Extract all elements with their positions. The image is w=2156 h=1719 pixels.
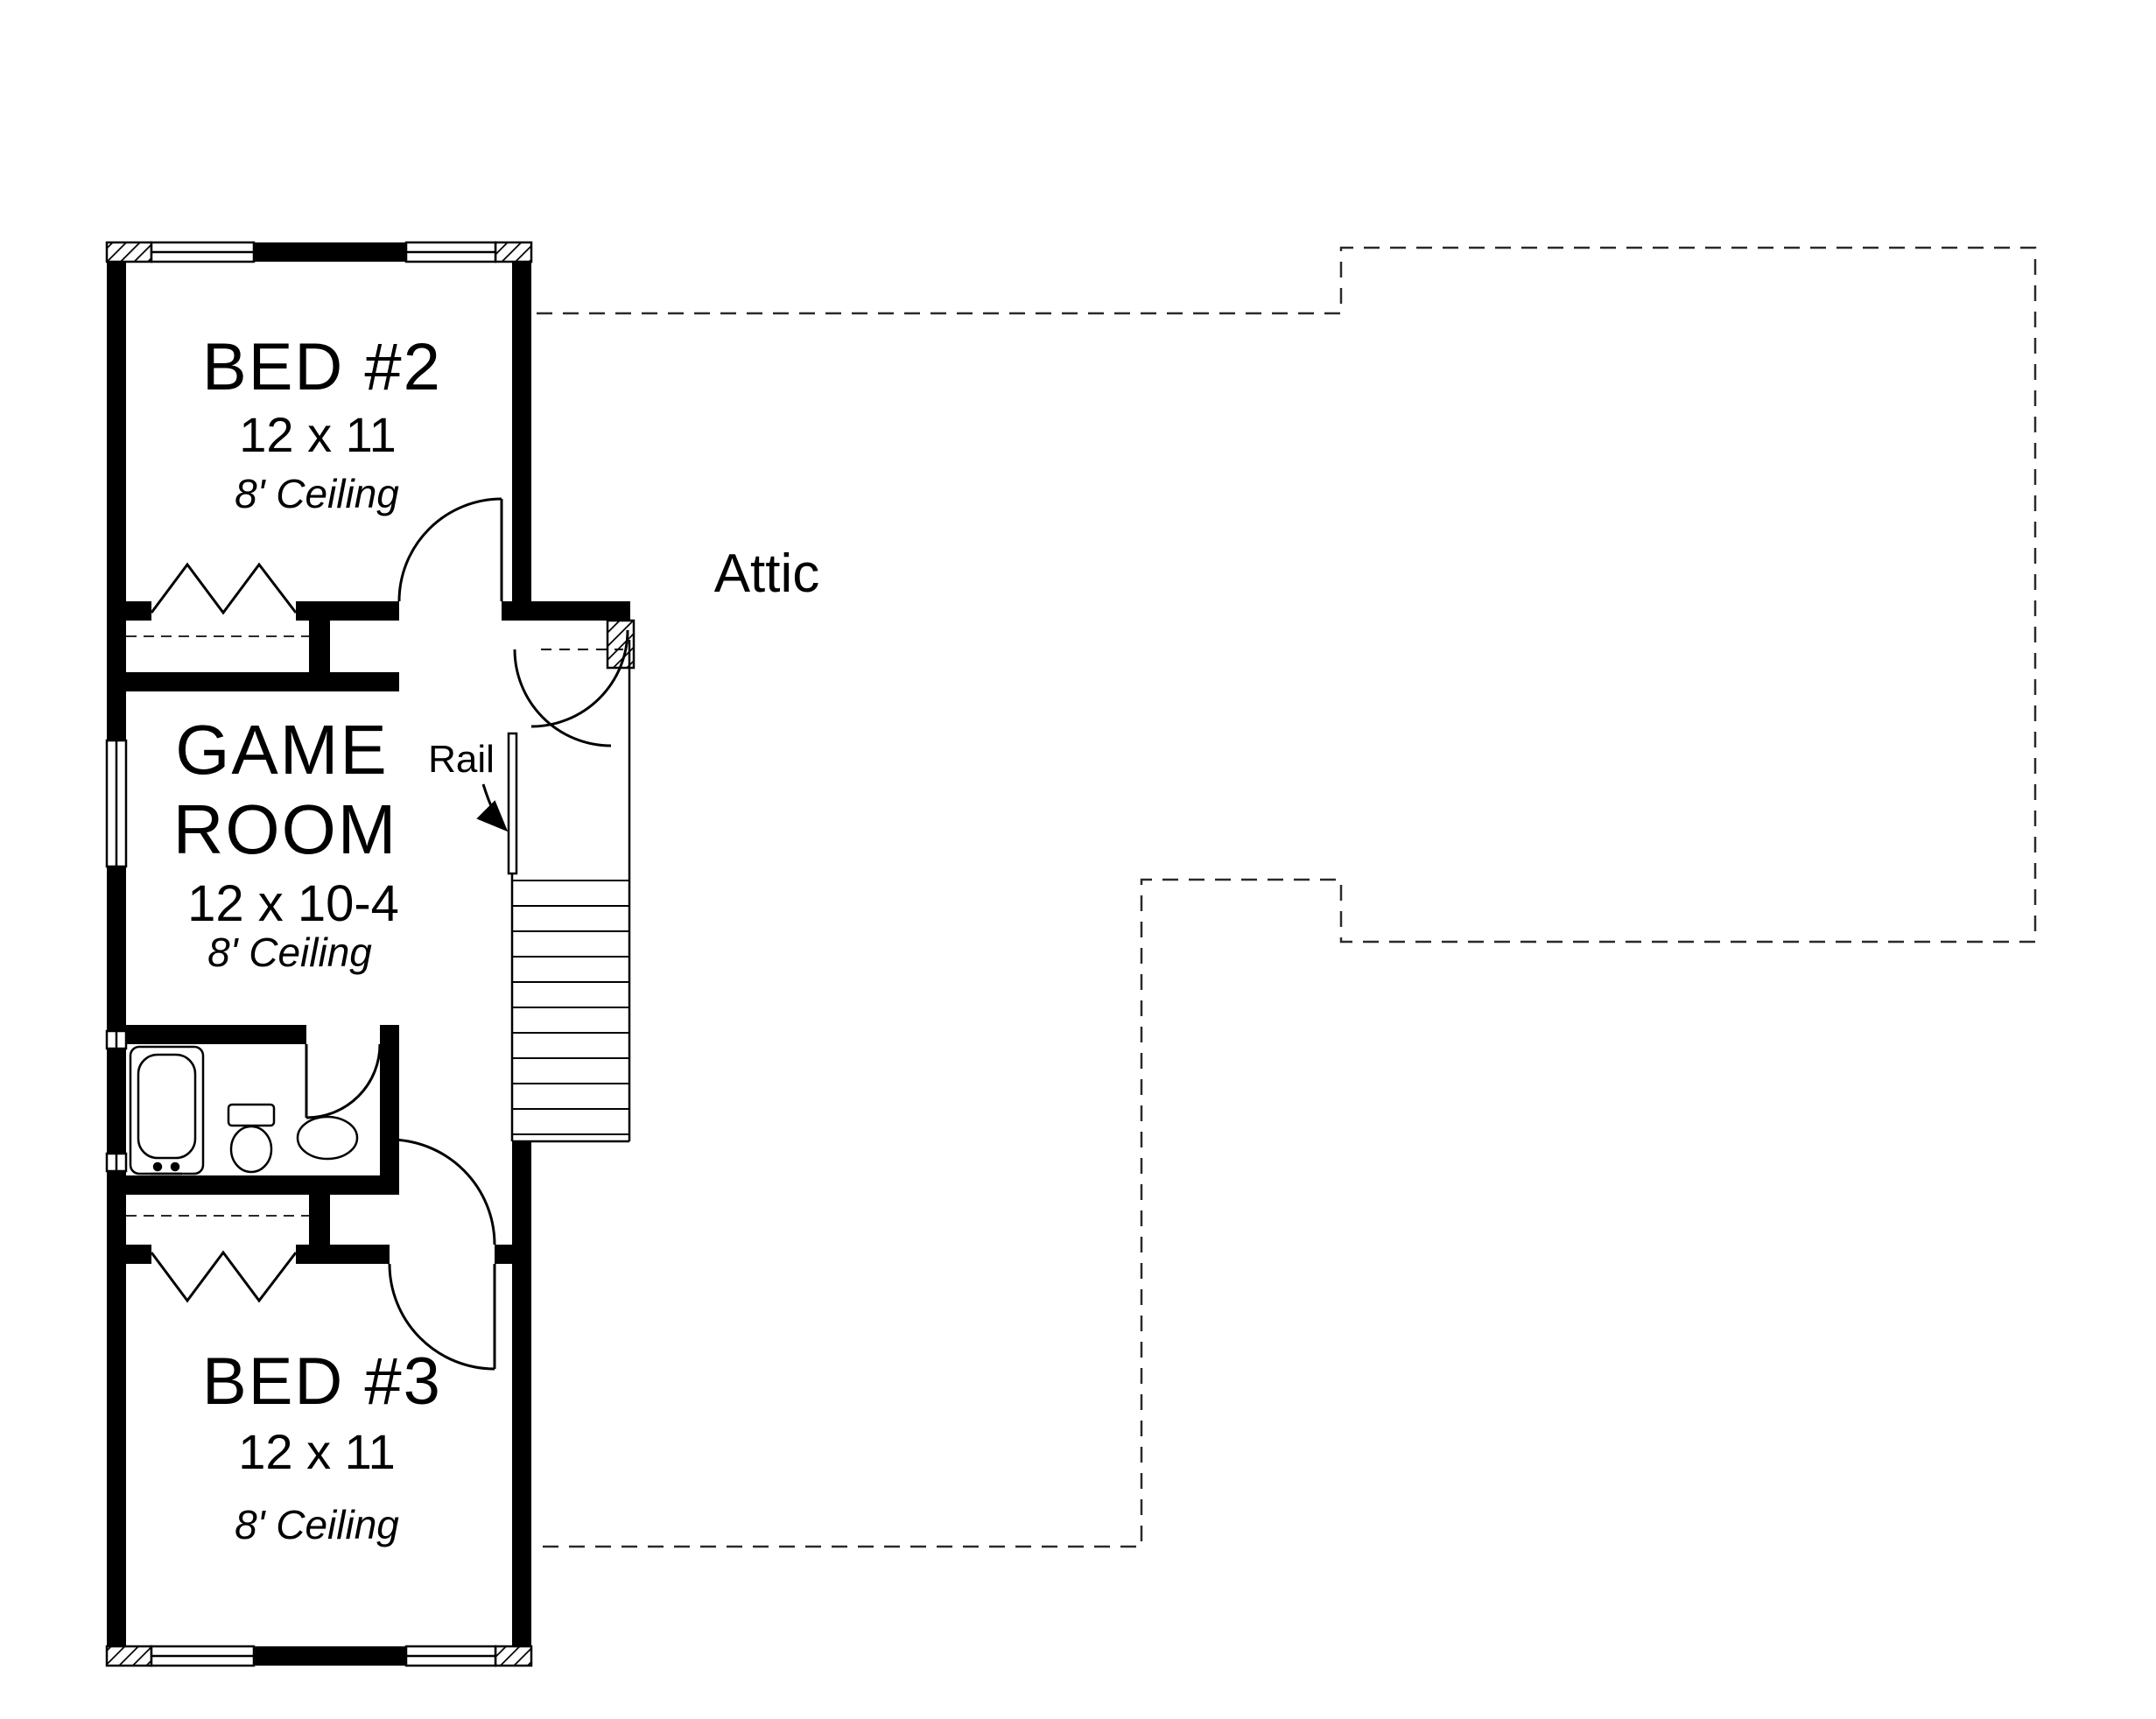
wall-bed3-top-b: [296, 1245, 390, 1264]
hatch-top-right: [494, 241, 533, 263]
windows: [105, 241, 497, 1667]
wall-bed2-bottom-c: [502, 601, 531, 621]
wall-right-upper: [512, 242, 531, 621]
wall-bed3-top-c: [495, 1245, 531, 1264]
window-bed2-top-right: [404, 241, 497, 263]
window-bath-left-lower: [105, 1152, 128, 1173]
window-bed3-bottom-left: [150, 1645, 256, 1667]
game-room-ceiling-height: 8' Ceiling: [207, 930, 372, 975]
bed3-room-dimensions: 12 x 11: [238, 1424, 396, 1479]
game-room-dimensions: 12 x 10-4: [187, 875, 399, 932]
wall-right-lower: [512, 1141, 531, 1666]
window-bed2-top-left: [150, 241, 256, 263]
game-room-name-line1: GAME: [175, 711, 389, 789]
toilet-icon: [227, 1103, 276, 1174]
wall-left: [107, 242, 126, 1666]
wall-closet-bottom: [107, 672, 399, 691]
wall-closet-divider-upper: [309, 601, 330, 691]
bed3-door-swing-arc: [388, 1263, 495, 1371]
bathroom-door-swing-arc: [305, 1043, 382, 1119]
doors: [150, 497, 629, 1371]
wall-bath-right: [380, 1025, 399, 1195]
window-bath-left-upper: [105, 1029, 128, 1050]
rail-leader-arrow: [476, 783, 509, 832]
closet-shelves: [126, 635, 309, 1217]
rail-label: Rail: [428, 738, 495, 781]
wall-bath-top-a: [107, 1025, 306, 1044]
window-game-room-left: [105, 739, 128, 868]
bed2-ceiling-height: 8' Ceiling: [235, 471, 399, 516]
attic-boundary: [537, 246, 2037, 1548]
bed3-room-name: BED #3: [202, 1344, 442, 1419]
stair-treads: [512, 880, 629, 1135]
bed3-hall-door-swing-arc: [389, 1138, 496, 1245]
bed3-ceiling-height: 8' Ceiling: [235, 1502, 399, 1547]
window-bed3-bottom-right: [404, 1645, 497, 1667]
bathtub-icon: [129, 1045, 205, 1175]
attic-label: Attic: [714, 544, 820, 604]
stair-rail: [507, 732, 518, 875]
walls: [107, 242, 630, 1666]
hall-door-swing-arc-2: [530, 629, 629, 728]
hatch-bottom-left: [105, 1645, 153, 1667]
bed2-room-dimensions: 12 x 11: [239, 407, 397, 462]
wall-bed2-bottom-a: [107, 601, 151, 621]
wall-bath-bottom: [107, 1175, 399, 1195]
bed2-closet-bifold-door: [150, 562, 298, 615]
hatch-top-left: [105, 241, 153, 263]
wall-bed3-top-a: [107, 1245, 151, 1264]
wall-stair-stub-horizontal: [531, 601, 630, 621]
bed2-door-swing-arc: [397, 497, 502, 602]
hall-door-swing-arc-1: [513, 649, 612, 747]
bed3-closet-bifold-door: [150, 1250, 298, 1303]
sink-icon: [296, 1115, 359, 1161]
staircase: [507, 640, 631, 1143]
labels: BED #2 12 x 11 8' Ceiling Attic GAME ROO…: [173, 330, 820, 1547]
game-room-name-line2: ROOM: [173, 790, 398, 868]
hatch-bottom-right: [494, 1645, 533, 1667]
bed2-room-name: BED #2: [202, 330, 442, 404]
bathroom-fixtures: [129, 1045, 359, 1175]
